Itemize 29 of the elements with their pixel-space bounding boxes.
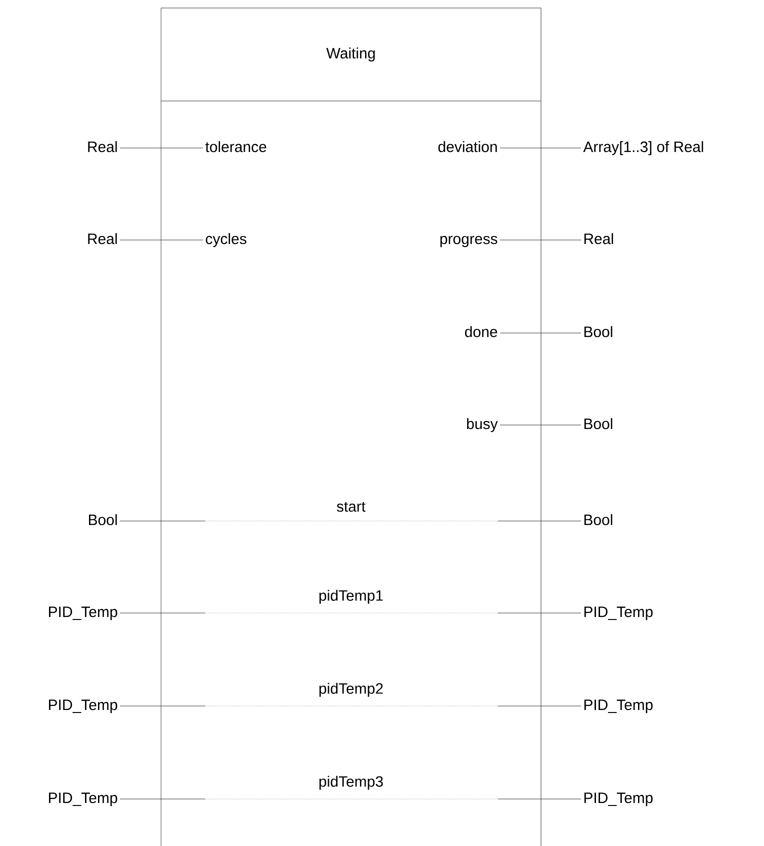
inout-name: pidTemp1 (319, 590, 383, 604)
data-type: PID_Temp (49, 606, 118, 620)
data-type: PID_Temp (49, 792, 118, 806)
output-name: busy (467, 418, 498, 432)
output-name: progress (440, 236, 498, 248)
inout-name: pidTemp3 (319, 776, 383, 790)
data-type: Real (88, 141, 117, 152)
data-type: PID_Temp (584, 700, 653, 714)
connector-line (120, 520, 582, 522)
connector-line (500, 332, 582, 334)
data-type: Bool (584, 514, 612, 526)
data-type: PID_Temp (49, 700, 118, 714)
data-type: Real (88, 233, 117, 244)
input-name: cycles (206, 233, 246, 248)
connector-line (120, 612, 582, 614)
data-type: Real (584, 233, 614, 244)
inout-name: start (336, 502, 366, 512)
output-name: done (465, 326, 498, 338)
data-type: Bool (584, 326, 612, 338)
data-type: PID_Temp (584, 606, 653, 620)
data-type: Bool (584, 418, 612, 430)
inout-name: pidTemp2 (319, 682, 383, 697)
data-type: Bool (89, 514, 117, 526)
data-type: Array[1..3] of Real (583, 141, 704, 156)
input-name: tolerance (205, 141, 266, 152)
connector-line (500, 424, 582, 426)
connector-line (120, 798, 582, 800)
data-type: PID_Temp (584, 792, 653, 806)
output-name: deviation (438, 141, 497, 152)
